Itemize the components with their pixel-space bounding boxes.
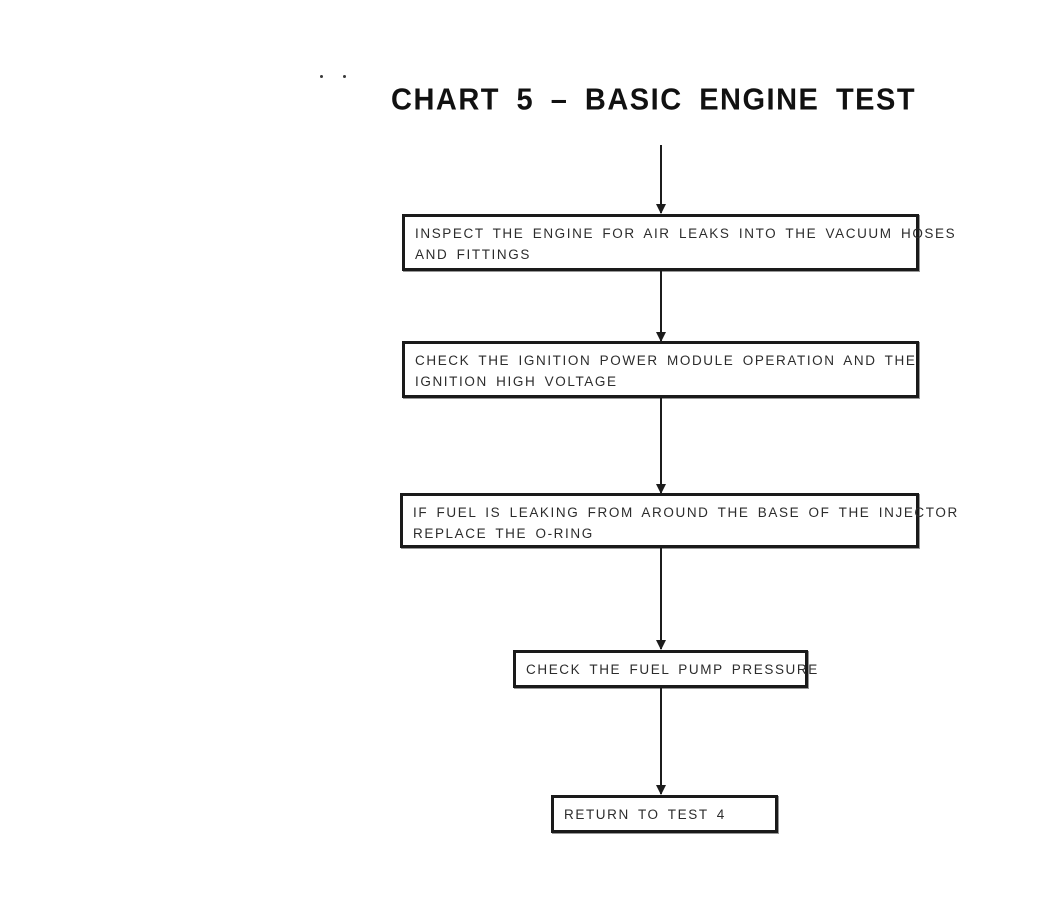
- page-title: CHART 5 – BASIC ENGINE TEST: [391, 83, 917, 117]
- flow-step-text: RETURN TO TEST 4: [564, 806, 726, 822]
- scan-speck: [320, 75, 323, 78]
- flow-step-text: REPLACE THE O-RING: [413, 526, 594, 541]
- scan-speck: [343, 75, 346, 78]
- arrow-down-icon: [656, 398, 666, 494]
- flow-step-return-to-test-4: RETURN TO TEST 4: [551, 795, 778, 833]
- flow-step-text: CHECK THE IGNITION POWER MODULE OPERATIO…: [415, 353, 917, 368]
- arrow-down-icon: [656, 548, 666, 650]
- flow-step-text: IF FUEL IS LEAKING FROM AROUND THE BASE …: [413, 505, 959, 520]
- flow-step-text: IGNITION HIGH VOLTAGE: [415, 374, 618, 389]
- arrow-down-icon: [656, 145, 666, 214]
- flow-step-text: INSPECT THE ENGINE FOR AIR LEAKS INTO TH…: [415, 226, 957, 241]
- flow-step-replace-o-ring: IF FUEL IS LEAKING FROM AROUND THE BASE …: [400, 493, 959, 548]
- flow-step-check-fuel-pump: CHECK THE FUEL PUMP PRESSURE: [513, 650, 817, 688]
- arrow-down-icon: [656, 271, 666, 342]
- flow-step-check-ignition-module: CHECK THE IGNITION POWER MODULE OPERATIO…: [402, 341, 919, 398]
- flow-step-text: AND FITTINGS: [415, 247, 531, 262]
- arrow-down-icon: [656, 688, 666, 795]
- flow-step-text: CHECK THE FUEL PUMP PRESSURE: [526, 661, 819, 677]
- flow-step-inspect-air-leaks: INSPECT THE ENGINE FOR AIR LEAKS INTO TH…: [402, 214, 957, 271]
